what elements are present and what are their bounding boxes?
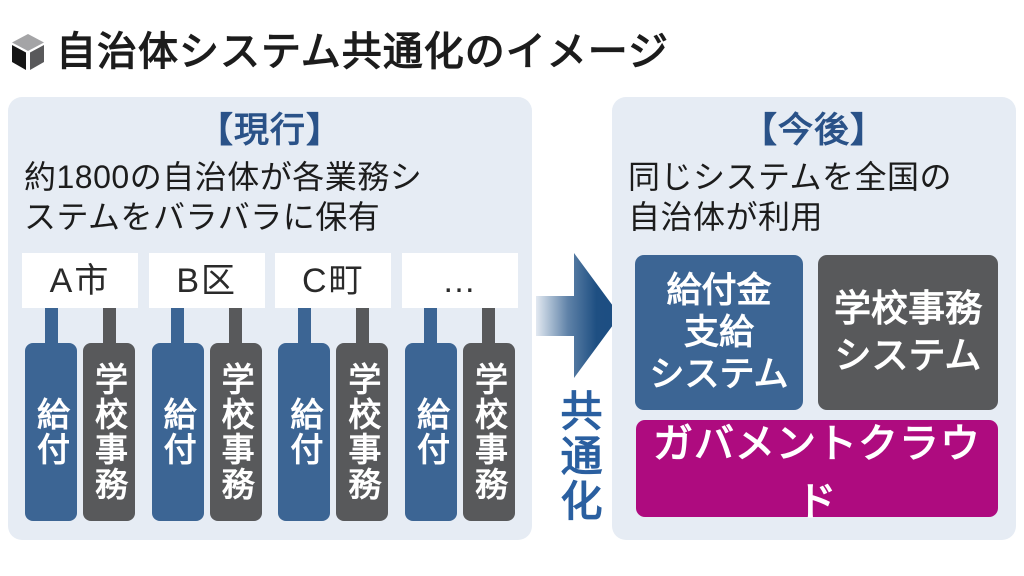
- page-title: 自治体システム共通化のイメージ: [56, 30, 669, 74]
- current-panel-description: 約1800の自治体が各業務シ ステムをバラバラに保有: [24, 157, 522, 237]
- cube-icon: [12, 34, 44, 70]
- description-line: 約1800の自治体が各業務シ: [24, 159, 423, 195]
- bar-label: 給付: [412, 397, 450, 467]
- future-panel-header: 【今後】: [741, 111, 886, 150]
- current-state-panel: 【現行】 約1800の自治体が各業務シ ステムをバラバラに保有 A市 給付: [8, 97, 532, 540]
- bar-label: 学校事務: [217, 362, 255, 502]
- benefit-system-bar: 給付: [25, 343, 77, 521]
- municipality-label: C町: [275, 253, 392, 308]
- description-line: ステムをバラバラに保有: [24, 199, 381, 235]
- school-system-bar: 学校事務: [209, 343, 262, 521]
- government-cloud-box: ガバメントクラウド: [636, 420, 998, 524]
- connector-gray: [482, 308, 496, 343]
- bar-column: 給付: [151, 308, 204, 521]
- system-bars: 給付 学校事務: [151, 308, 262, 521]
- school-system-bar: 学校事務: [462, 343, 515, 521]
- bar-column: 学校事務: [83, 308, 135, 521]
- bar-column: 給付: [25, 308, 77, 521]
- municipality-label: …: [401, 253, 518, 308]
- box-line: システム: [834, 334, 982, 376]
- connector-gray: [229, 308, 243, 343]
- school-system-bar: 学校事務: [83, 343, 135, 521]
- title-row: 自治体システム共通化のイメージ: [8, 26, 669, 78]
- municipality-group-etc: … 給付 学校事務: [401, 253, 518, 521]
- box-line: システム: [649, 354, 789, 394]
- box-line: 給付金: [666, 270, 772, 310]
- bar-column: 学校事務: [336, 308, 389, 521]
- connector-blue: [171, 308, 185, 343]
- municipality-group-a: A市 給付 学校事務: [22, 253, 138, 521]
- connector-gray: [102, 308, 116, 343]
- benefit-system-bar: 給付: [151, 343, 204, 521]
- school-system-bar: 学校事務: [336, 343, 389, 521]
- government-cloud-label: ガバメントクラウド: [653, 421, 981, 524]
- bar-label: 給付: [32, 397, 70, 467]
- connector-blue: [297, 308, 311, 343]
- benefit-system-bar: 給付: [404, 343, 457, 521]
- current-panel-header: 【現行】: [197, 111, 342, 150]
- bar-label: 学校事務: [470, 362, 508, 502]
- benefit-system-bar: 給付: [278, 343, 331, 521]
- standardization-label: 共通化: [555, 389, 602, 524]
- system-bars: 給付 学校事務: [278, 308, 389, 521]
- transition-arrow-icon: [536, 253, 620, 378]
- municipality-row: A市 給付 学校事務: [22, 253, 518, 521]
- system-bars: 給付 学校事務: [25, 308, 135, 521]
- connector-blue: [44, 308, 58, 343]
- connector-gray: [355, 308, 369, 343]
- description-line: 自治体が利用: [628, 199, 824, 235]
- future-panel-description: 同じシステムを全国の 自治体が利用: [628, 157, 1006, 237]
- municipality-label: B区: [148, 253, 265, 308]
- bar-label: 学校事務: [90, 362, 128, 502]
- bar-column: 学校事務: [209, 308, 262, 521]
- municipality-label: A市: [22, 253, 138, 308]
- bar-label: 給付: [285, 397, 323, 467]
- system-bars: 給付 学校事務: [404, 308, 515, 521]
- benefit-payment-system-box: 給付金 支給 システム: [635, 255, 803, 410]
- bar-column: 学校事務: [462, 308, 515, 521]
- bar-label: 学校事務: [343, 362, 381, 502]
- box-line: 学校事務: [834, 288, 982, 330]
- school-admin-system-box: 学校事務 システム: [818, 255, 998, 410]
- bar-column: 給付: [404, 308, 457, 521]
- connector-blue: [424, 308, 438, 343]
- municipality-group-c: C町 給付 学校事務: [275, 253, 392, 521]
- box-line: 支給: [683, 312, 754, 352]
- bar-label: 給付: [159, 397, 197, 467]
- description-line: 同じシステムを全国の: [628, 159, 953, 195]
- municipality-group-b: B区 給付 学校事務: [148, 253, 265, 521]
- bar-column: 給付: [278, 308, 331, 521]
- future-state-panel: 【今後】 同じシステムを全国の 自治体が利用 給付金 支給 システム 学校事務 …: [612, 97, 1016, 540]
